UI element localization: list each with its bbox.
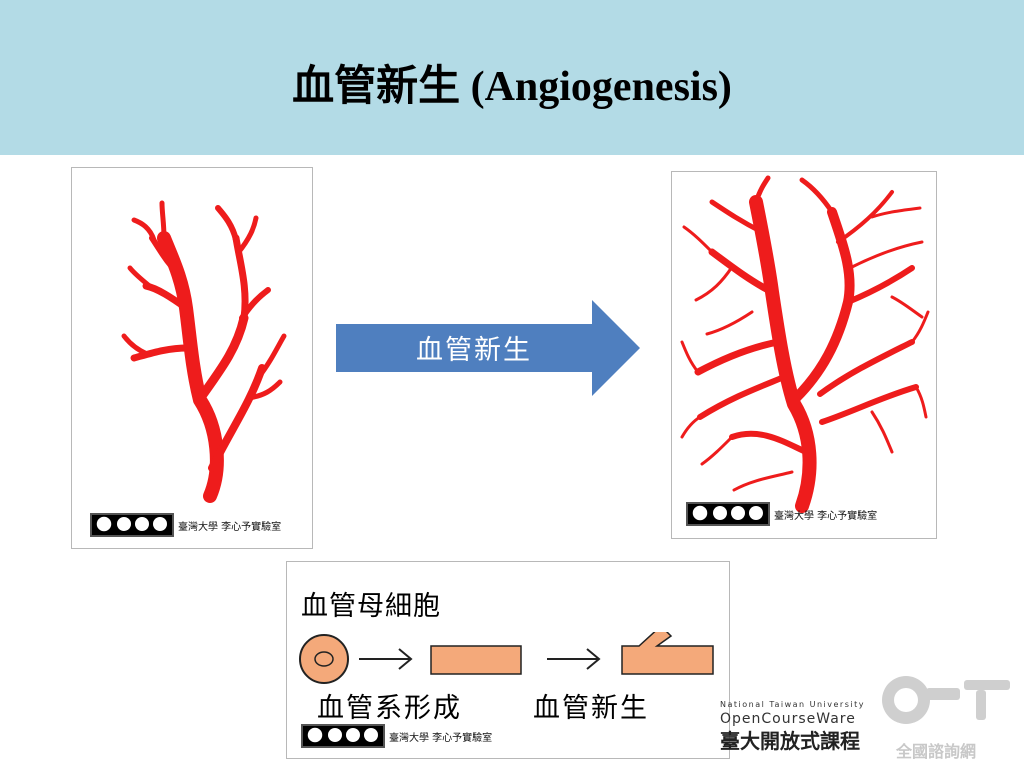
slide-title: 血管新生 (Angiogenesis) — [292, 64, 732, 110]
cc-license-bottom: 臺灣大學 李心予實驗室 — [301, 724, 492, 748]
label-vasculogenesis: 血管系形成 — [317, 693, 462, 724]
ocw-name: OpenCourseWare — [720, 711, 856, 727]
get-logo-icon — [882, 676, 1010, 724]
diagram-title: 血管母細胞 — [301, 591, 441, 622]
cc-license-left: 臺灣大學 李心予實驗室 — [90, 513, 281, 537]
ntu-ocw-logo: National Taiwan University OpenCourseWar… — [720, 700, 865, 754]
vessel-tree-dense-image — [680, 175, 930, 513]
vessel-tube — [430, 645, 522, 675]
cc-badge — [686, 502, 770, 526]
credit-text: 臺灣大學 李心予實驗室 — [774, 510, 878, 522]
ocw-university: National Taiwan University — [720, 700, 865, 709]
ocw-chinese: 臺大開放式課程 — [720, 729, 860, 753]
credit-text: 臺灣大學 李心予實驗室 — [389, 732, 493, 744]
cc-license-right: 臺灣大學 李心予實驗室 — [686, 502, 877, 526]
vessel-panel-after: 臺灣大學 李心予實驗室 — [671, 171, 937, 539]
vasculogenesis-diagram: 血管母細胞 血管系形成 血管新生 臺灣大學 李心予實驗室 — [286, 561, 730, 759]
get-logo-caption: 全國諮詢網 — [896, 742, 977, 761]
label-angiogenesis: 血管新生 — [533, 693, 649, 724]
vessel-tree-sparse-image — [121, 200, 287, 503]
arrow-label: 血管新生 — [416, 335, 532, 366]
diagram-graphic — [299, 632, 714, 684]
arrow-icon — [359, 648, 413, 670]
title-bar — [0, 0, 1024, 155]
branching-vessel — [621, 632, 714, 675]
cc-badge — [301, 724, 385, 748]
arrow-icon — [547, 648, 601, 670]
process-arrow — [336, 300, 640, 396]
credit-text: 臺灣大學 李心予實驗室 — [178, 521, 282, 533]
vessel-panel-before: 臺灣大學 李心予實驗室 — [71, 167, 313, 549]
cc-badge — [90, 513, 174, 537]
